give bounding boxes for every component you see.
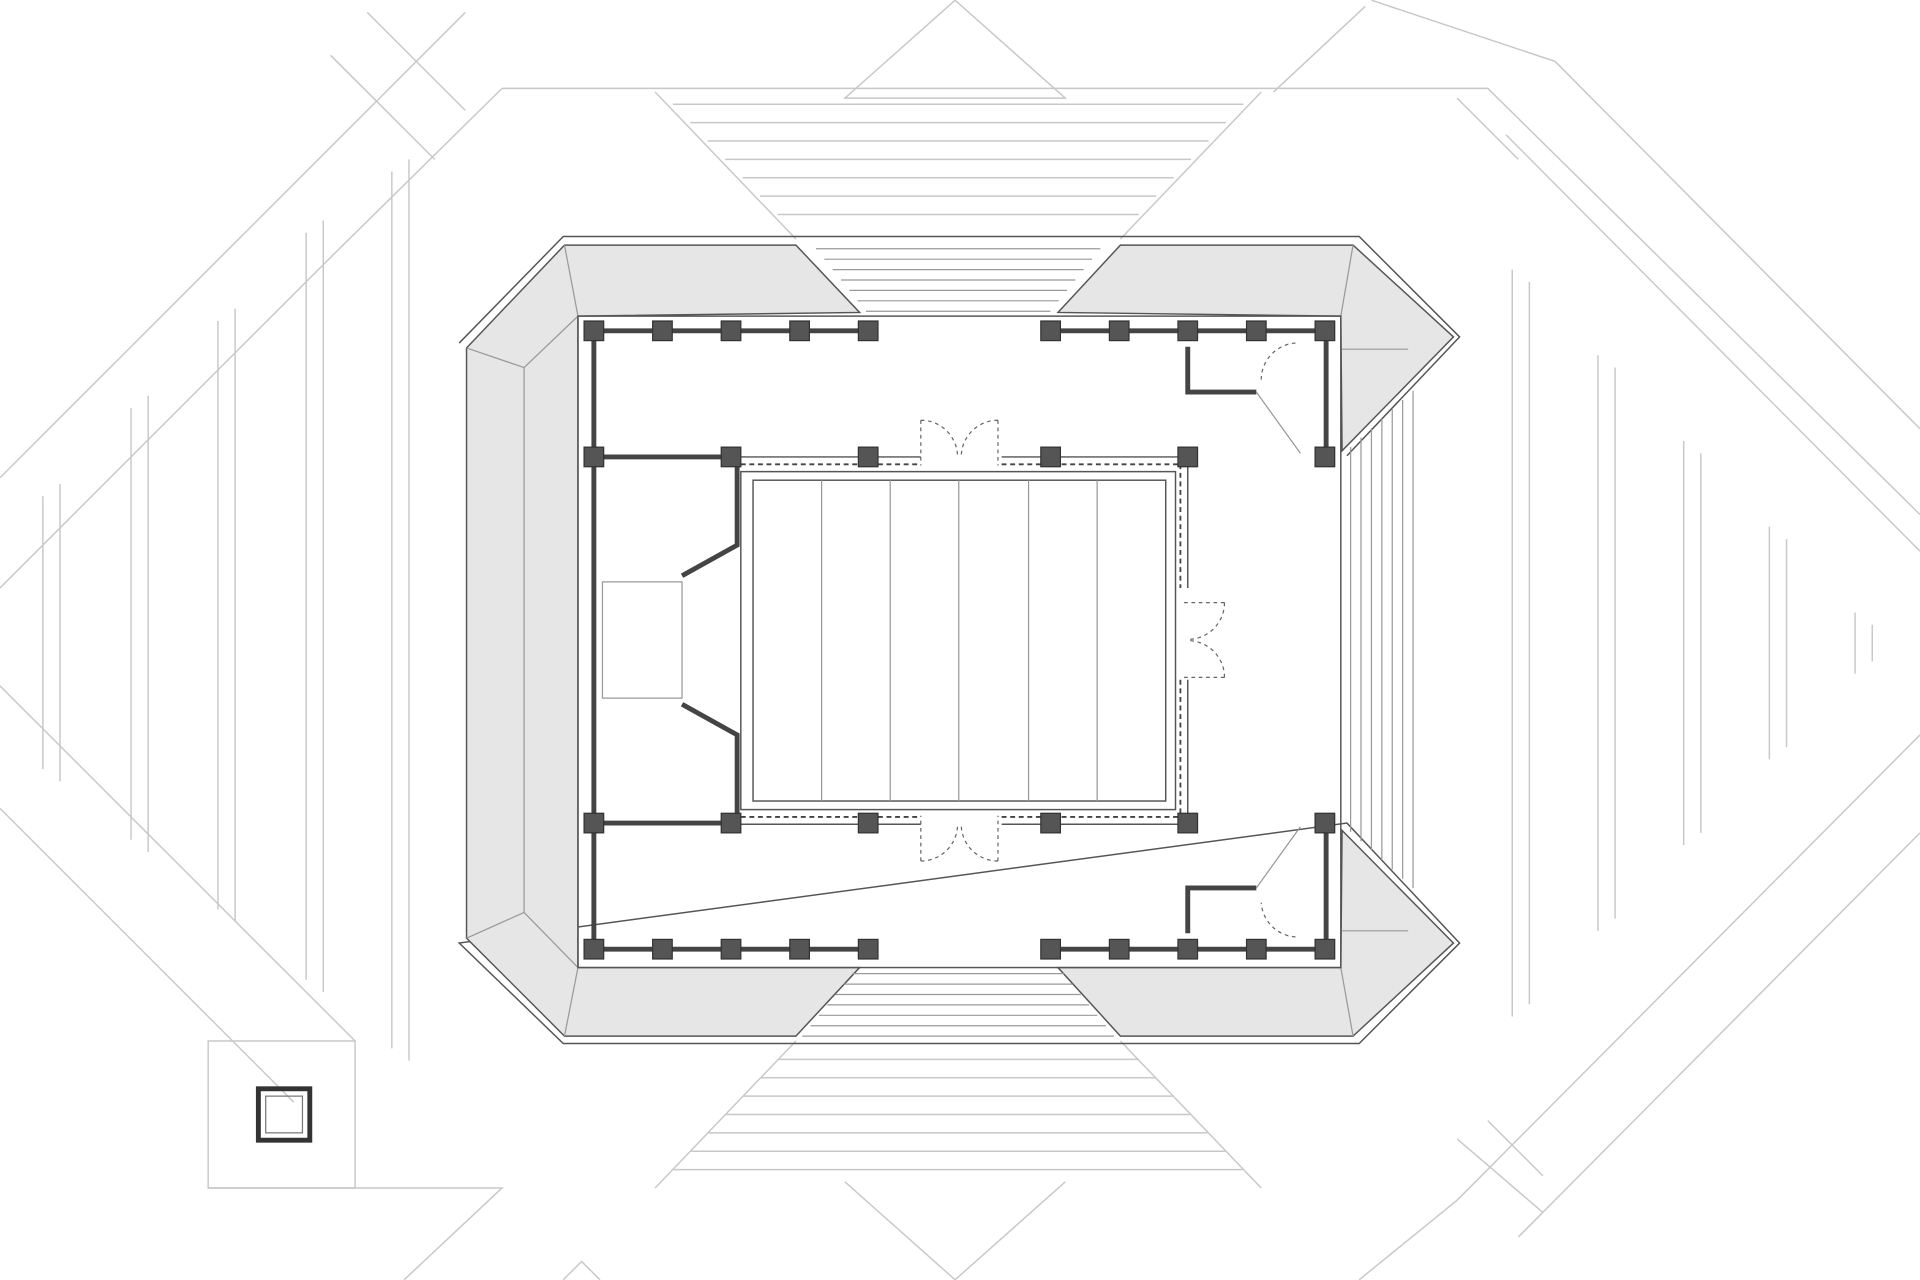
roof-panels [465, 244, 1455, 1037]
site-column [255, 1086, 313, 1143]
column [583, 446, 605, 468]
column [583, 938, 605, 960]
column [720, 320, 742, 342]
column [1040, 938, 1062, 960]
column [1040, 812, 1062, 834]
column [1314, 938, 1336, 960]
column [720, 938, 742, 960]
column [1040, 446, 1062, 468]
column [857, 938, 879, 960]
column [1245, 320, 1267, 342]
column [652, 320, 673, 342]
column [1108, 938, 1130, 960]
column [857, 812, 879, 834]
column [720, 812, 742, 834]
column [720, 446, 742, 468]
column [1314, 320, 1336, 342]
building-outline [457, 235, 1461, 1045]
context-deck-boards [42, 103, 1873, 1171]
column [1177, 938, 1199, 960]
column [1177, 812, 1199, 834]
column [1177, 446, 1199, 468]
column [857, 320, 879, 342]
column [1314, 812, 1336, 834]
column [1040, 320, 1062, 342]
column [1108, 320, 1130, 342]
stairs [802, 248, 1414, 1037]
interior [577, 315, 1342, 969]
column [1177, 320, 1199, 342]
column [652, 938, 673, 960]
column [583, 812, 605, 834]
columns [583, 320, 1336, 960]
column [1314, 446, 1336, 468]
column [583, 320, 605, 342]
column [1245, 938, 1267, 960]
column [857, 446, 879, 468]
column [789, 320, 810, 342]
column [789, 938, 810, 960]
